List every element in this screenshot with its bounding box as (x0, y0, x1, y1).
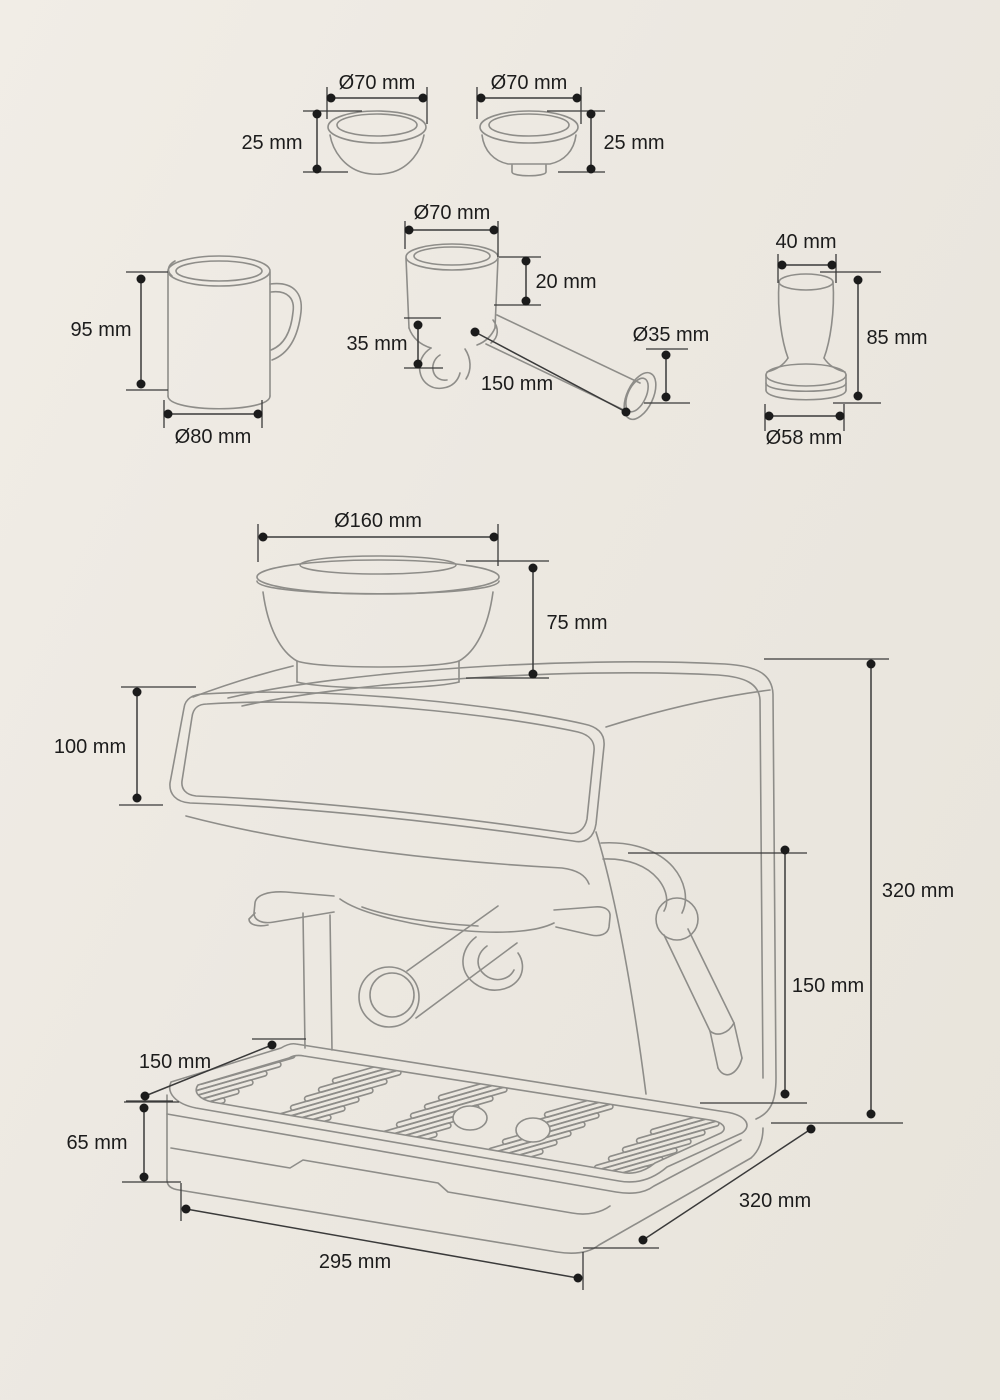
dim-label-basket-double-diameter: Ø70 mm (491, 72, 568, 94)
drip-tray-drawing (166, 1042, 764, 1254)
dim-jug-diameter: Ø80 mm (163, 400, 263, 448)
steam-wand-drawing (600, 841, 743, 1076)
dim-label-basket-single-diameter: Ø70 mm (339, 72, 416, 94)
dim-label-jug-diameter: Ø80 mm (175, 426, 252, 448)
dim-label-drip-tray-depth: 150 mm (139, 1051, 211, 1073)
dim-label-base-height: 65 mm (66, 1132, 127, 1154)
dim-label-tamper-base-diameter: Ø58 mm (766, 427, 843, 449)
dim-label-jug-height: 95 mm (70, 319, 131, 341)
dim-label-machine-depth: 320 mm (739, 1190, 811, 1212)
tamper-drawing (765, 273, 847, 401)
dim-jug-height: 95 mm (70, 271, 168, 391)
dim-portafilter-diameter: Ø70 mm (404, 202, 499, 257)
dim-label-portafilter-spout-height: 35 mm (346, 333, 407, 355)
drip-tray-holes (452, 1105, 551, 1143)
dim-hopper-diameter: Ø160 mm (257, 510, 499, 566)
dim-portafilter-handle-diameter: Ø35 mm (633, 324, 710, 404)
attached-portafilter-drawing (358, 905, 524, 1028)
dim-portafilter-handle-length: 150 mm (470, 327, 631, 417)
control-panel-drawing (169, 691, 605, 885)
dim-label-basket-single-height: 25 mm (241, 132, 302, 154)
dim-label-basket-double-height: 25 mm (603, 132, 664, 154)
dimension-annotations: Ø70 mm 25 mm Ø70 mm 25 mm 95 mm Ø80 mm Ø70 mm 2… (54, 72, 954, 1290)
bean-hopper-drawing (256, 555, 500, 689)
espresso-machine-drawing (166, 555, 777, 1254)
dim-tamper-height: 85 mm (820, 271, 928, 404)
dim-label-portafilter-cup-depth: 20 mm (535, 271, 596, 293)
dim-panel-height: 100 mm (54, 686, 196, 806)
dim-label-portafilter-handle-diameter: Ø35 mm (633, 324, 710, 346)
dim-basket-double-height: 25 mm (547, 109, 665, 174)
dim-machine-height: 320 mm (764, 658, 954, 1124)
dim-label-steam-wand-length: 150 mm (792, 975, 864, 997)
filter-basket-double-drawing (479, 110, 579, 177)
dim-label-portafilter-handle-length: 150 mm (481, 373, 553, 395)
dim-basket-single-height: 25 mm (241, 109, 362, 174)
milk-jug-drawing (167, 255, 303, 410)
dim-label-machine-height: 320 mm (882, 880, 954, 902)
dim-label-hopper-diameter: Ø160 mm (334, 510, 422, 532)
dim-base-height: 65 mm (66, 1101, 181, 1183)
machine-body-drawing (192, 661, 777, 1120)
dim-portafilter-cup-depth: 20 mm (494, 256, 597, 306)
dim-drip-tray-depth: 150 mm (126, 1038, 306, 1102)
dim-label-tamper-height: 85 mm (866, 327, 927, 349)
dim-label-hopper-height: 75 mm (546, 612, 607, 634)
dim-machine-depth: 320 mm (583, 1124, 816, 1249)
portafilter-drawing (405, 243, 657, 421)
dim-tamper-base-diameter: Ø58 mm (764, 404, 845, 449)
filter-basket-single-drawing (327, 110, 427, 176)
dim-basket-single-diameter: Ø70 mm (326, 72, 428, 124)
dim-machine-width: 295 mm (180, 1183, 584, 1290)
dim-label-tamper-handle-diameter: 40 mm (775, 231, 836, 253)
dim-label-portafilter-diameter: Ø70 mm (414, 202, 491, 224)
dim-label-machine-width: 295 mm (319, 1251, 391, 1273)
dim-tamper-handle-diameter: 40 mm (775, 231, 837, 283)
dim-hopper-height: 75 mm (466, 560, 608, 679)
group-head-drawing (248, 891, 611, 1051)
dim-steam-wand-length: 150 mm (628, 845, 864, 1104)
dim-portafilter-spout-height: 35 mm (346, 317, 443, 369)
dim-label-panel-height: 100 mm (54, 736, 126, 758)
dim-basket-double-diameter: Ø70 mm (476, 72, 582, 124)
